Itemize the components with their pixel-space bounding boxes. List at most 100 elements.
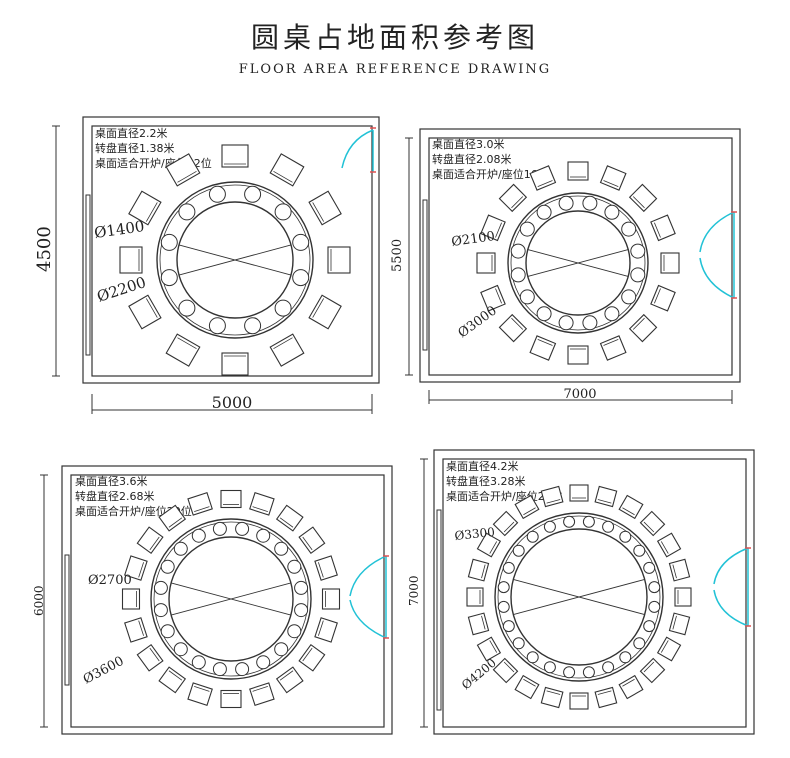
plate: [582, 195, 598, 211]
chair: [327, 246, 351, 274]
chair: [476, 636, 502, 662]
plate: [502, 620, 515, 633]
dimension-line-height: [420, 458, 428, 728]
plate: [502, 561, 515, 574]
plate: [526, 651, 539, 664]
plate: [619, 651, 632, 664]
chair: [158, 666, 187, 694]
chair: [128, 294, 162, 330]
plate: [274, 642, 289, 657]
plate: [256, 655, 271, 670]
plate: [619, 530, 632, 543]
note-2: 转盘直径3.28米: [446, 474, 526, 488]
plate: [153, 580, 168, 595]
plate: [582, 515, 595, 528]
plate: [526, 530, 539, 543]
chair: [136, 526, 164, 555]
door: [713, 547, 751, 627]
chair: [569, 692, 589, 710]
plate: [178, 299, 196, 317]
door: [699, 211, 737, 299]
chair: [121, 588, 141, 610]
chair: [308, 294, 342, 330]
chair: [298, 643, 326, 672]
dimension-line-width: [428, 390, 733, 404]
chair: [467, 558, 490, 582]
chair: [476, 252, 496, 274]
plate: [497, 581, 510, 594]
chair: [124, 617, 148, 643]
chair: [599, 165, 627, 191]
plate: [604, 306, 620, 322]
chair: [668, 612, 691, 636]
height-label: 6000: [32, 585, 46, 616]
note-1: 桌面直径3.6米: [75, 474, 148, 488]
plate: [621, 289, 637, 305]
room-walls: [82, 116, 380, 384]
note-1: 桌面直径3.0米: [432, 137, 505, 151]
chair: [492, 657, 519, 684]
chair: [165, 333, 201, 367]
chair: [220, 689, 242, 709]
chair: [124, 555, 148, 581]
diameter-inner: Ø1400: [93, 217, 145, 242]
round-table: [121, 489, 341, 709]
plate: [153, 603, 168, 618]
plate: [633, 544, 646, 557]
window: [422, 199, 428, 351]
plate: [519, 221, 535, 237]
chair: [308, 190, 342, 226]
round-table: [119, 144, 351, 376]
chair: [628, 183, 658, 213]
chair: [529, 335, 557, 361]
chair: [650, 214, 676, 242]
note-2: 转盘直径1.38米: [95, 141, 175, 155]
chair: [594, 485, 618, 508]
chair: [540, 686, 564, 709]
chair: [314, 617, 338, 643]
chair: [668, 558, 691, 582]
plate: [536, 306, 552, 322]
chair: [220, 489, 242, 509]
plate: [191, 528, 206, 543]
room-walls: [61, 465, 393, 735]
chair: [187, 492, 213, 516]
diameter-inner: Ø3300: [454, 525, 496, 543]
plate: [558, 195, 574, 211]
door: [341, 127, 376, 173]
chair: [321, 588, 341, 610]
plate: [274, 299, 292, 317]
plate: [602, 520, 615, 533]
chair: [249, 492, 275, 516]
width-label: 7000: [563, 387, 596, 402]
plate: [244, 185, 262, 203]
plate: [160, 233, 178, 251]
plate: [633, 637, 646, 650]
chair: [498, 183, 528, 213]
chair: [514, 674, 540, 700]
chair: [639, 657, 666, 684]
room-walls: [419, 128, 741, 383]
chair: [269, 153, 305, 187]
note-2: 转盘直径2.68米: [75, 489, 155, 503]
plate: [191, 655, 206, 670]
plate: [543, 661, 556, 674]
plate: [604, 204, 620, 220]
chair: [660, 252, 680, 274]
diameter-outer: Ø3000: [456, 303, 500, 341]
plate: [621, 221, 637, 237]
plate: [287, 624, 302, 639]
plate: [582, 315, 598, 331]
chair: [514, 494, 540, 520]
plate: [160, 624, 175, 639]
chair: [480, 284, 506, 312]
room-walls: [433, 449, 755, 735]
plate: [208, 317, 226, 335]
plate: [558, 315, 574, 331]
dimension-line-height: [52, 125, 60, 377]
chair: [674, 587, 692, 607]
note-1: 桌面直径2.2米: [95, 126, 168, 140]
width-label: 5000: [212, 393, 253, 412]
chair: [567, 345, 589, 365]
plate: [235, 662, 250, 677]
